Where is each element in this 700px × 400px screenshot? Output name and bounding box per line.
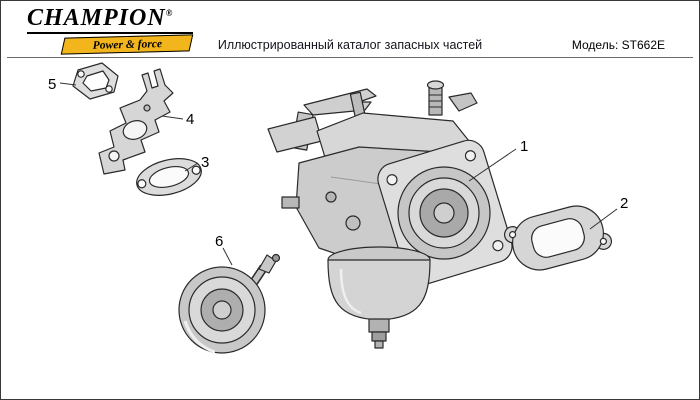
diagram-line-art: 1 2 3 4 5 6 bbox=[48, 62, 628, 354]
callout-number-4: 4 bbox=[186, 111, 194, 128]
logo-underline bbox=[27, 32, 193, 35]
part-5-gasket bbox=[72, 62, 119, 100]
part-3-gasket bbox=[136, 158, 202, 196]
leader-line-1 bbox=[468, 148, 517, 182]
part-2-gasket bbox=[503, 205, 613, 271]
header-separator bbox=[7, 57, 693, 58]
leader-line-4 bbox=[161, 115, 184, 120]
logo-brand-row: CHAMPION® bbox=[27, 5, 202, 31]
leader-line-6 bbox=[222, 247, 233, 266]
part-4-bracket bbox=[98, 68, 174, 175]
model-label: Модель: ST662E bbox=[571, 38, 665, 52]
callout-number-3: 3 bbox=[201, 154, 209, 171]
callout-numbers: 1 2 3 4 5 6 bbox=[48, 76, 628, 250]
callout-leader-lines bbox=[59, 82, 618, 266]
registered-trademark-symbol: ® bbox=[165, 8, 174, 18]
catalog-title: Иллюстрированный каталог запасных частей bbox=[217, 38, 483, 52]
leader-line-5 bbox=[59, 82, 77, 86]
part-6-fuel-cup bbox=[178, 253, 281, 354]
header: CHAMPION® Power & force Иллюстрированный… bbox=[1, 1, 699, 57]
callout-number-2: 2 bbox=[620, 195, 628, 212]
part-1-carburetor bbox=[267, 80, 513, 349]
callout-number-1: 1 bbox=[520, 138, 528, 155]
leader-line-2 bbox=[589, 208, 618, 230]
leader-line-3 bbox=[184, 162, 199, 172]
champion-logo: CHAMPION® Power & force bbox=[27, 5, 202, 55]
callout-number-6: 6 bbox=[215, 233, 223, 250]
logo-tagline-text: Power & force bbox=[92, 37, 162, 52]
callout-number-5: 5 bbox=[48, 76, 56, 93]
logo-brand-text: CHAMPION bbox=[27, 5, 166, 31]
drain-bolt bbox=[368, 318, 390, 333]
